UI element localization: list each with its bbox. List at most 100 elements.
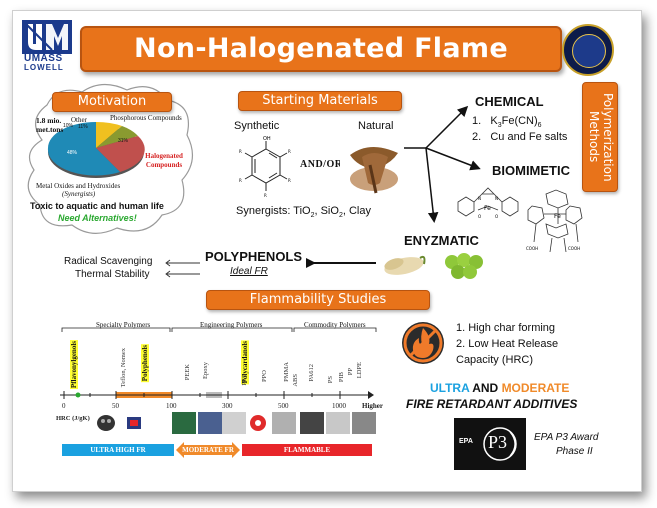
thumb-part xyxy=(222,412,246,434)
svg-text:O: O xyxy=(495,214,498,219)
svg-text:Fe: Fe xyxy=(484,205,491,212)
svg-text:Fe: Fe xyxy=(554,213,561,220)
poly-peek: PEEK xyxy=(184,364,191,381)
pie-slice-phos xyxy=(96,126,138,148)
pie-label-other: Other xyxy=(71,116,87,124)
hrc-axis xyxy=(60,391,374,399)
no-fire-icon xyxy=(402,322,444,364)
group-braces xyxy=(61,327,377,332)
poly-pet: PET xyxy=(241,374,248,386)
starting-materials-label: Starting Materials xyxy=(238,91,402,111)
tick-300: 300 xyxy=(222,402,233,410)
poly-pa612: PA612 xyxy=(308,364,315,382)
tick-50: 50 xyxy=(112,402,119,410)
epa-p3-logo: EPA P3 xyxy=(454,418,526,470)
pie-label-phos: Phosphorous Compounds xyxy=(110,114,182,122)
pie-label-halo: Halogenated Compounds xyxy=(145,152,183,169)
method-arrows xyxy=(404,105,481,223)
additives-line2: FIRE RETARDANT ADDITIVES xyxy=(406,397,578,411)
bar-flammable: FLAMMABLE xyxy=(242,444,372,456)
prop-arrows xyxy=(165,259,200,278)
svg-text:COOH: COOH xyxy=(526,246,538,251)
svg-text:R: R xyxy=(288,149,291,154)
award-line1: EPA P3 Award xyxy=(534,432,599,443)
logo-line1: UMASS xyxy=(24,53,63,64)
svg-text:COOH: COOH xyxy=(568,246,580,251)
hl-pflavonylgenols: Pflavonylgenols xyxy=(70,340,78,390)
pie-slice-metal xyxy=(47,122,120,176)
logo-line2: LOWELL xyxy=(24,63,64,72)
tick-1000: 1000 xyxy=(332,402,346,410)
chemical-heading: CHEMICAL xyxy=(475,94,544,109)
thumb-circuit xyxy=(172,412,196,434)
hl-polyphenols: Polyphenols xyxy=(141,344,149,383)
thumb-mask xyxy=(94,412,118,434)
polyphenols-heading: POLYPHENOLS xyxy=(205,249,303,264)
pie-pct-phos: 11% xyxy=(78,124,88,130)
poly-ps: PS xyxy=(327,376,334,384)
svg-text:R: R xyxy=(239,149,242,154)
tick-100: 100 xyxy=(166,402,177,410)
benefit-2: 2. Low Heat Release xyxy=(456,338,559,350)
poly-ppo: PPO xyxy=(261,370,268,382)
bar-moderate-wrap: MODERATE FR xyxy=(176,442,240,458)
synthetic-label: Synthetic xyxy=(234,120,280,132)
hrc-label: HRC (J/gK) xyxy=(56,415,90,422)
svg-text:N: N xyxy=(478,196,481,201)
horseradish-image xyxy=(384,255,426,275)
thumb-device xyxy=(122,412,146,434)
tick-500: 500 xyxy=(278,402,289,410)
flammability-label: Flammability Studies xyxy=(206,290,430,310)
motivation-label: Motivation xyxy=(52,92,172,112)
svg-text:R: R xyxy=(239,178,242,183)
poly-pmma: PMMA xyxy=(283,362,290,382)
group-commodity: Commodity Polymers xyxy=(304,321,366,329)
toxic-text: Toxic to aquatic and human life xyxy=(30,201,164,211)
svg-text:R: R xyxy=(288,178,291,183)
polymerization-methods-tab: Polymerization Methods xyxy=(582,82,618,192)
prop-radical: Radical Scavenging xyxy=(64,256,153,267)
thumb-mesh xyxy=(300,412,324,434)
bar-moderate: MODERATE FR xyxy=(182,446,234,454)
thumb-tube xyxy=(352,412,376,434)
thumb-pipe xyxy=(272,412,296,434)
pie-amount: 1.8 mio. met.tons xyxy=(36,116,64,134)
pie-label-metal: Metal Oxides and Hydroxides xyxy=(36,182,121,190)
polyphenols-sub: Ideal FR xyxy=(230,266,268,277)
prop-thermal: Thermal Stability xyxy=(75,269,150,280)
pie-chart xyxy=(47,121,145,178)
chemical-item-2: 2. Cu and Fe salts xyxy=(472,131,568,143)
pie-label-synergists: (Synergists) xyxy=(62,190,96,198)
phenol-structure: OH R R R R R xyxy=(239,136,291,198)
natural-label: Natural xyxy=(358,120,394,132)
enzymatic-arrow xyxy=(306,255,376,271)
svg-text:O: O xyxy=(478,214,481,219)
enzymatic-heading: ENYZMATIC xyxy=(404,233,479,248)
synergists-text: Synergists: TiO2, SiO2, Clay xyxy=(236,205,371,220)
tick-0: 0 xyxy=(62,402,66,410)
pie-pct-metal: 48% xyxy=(67,150,78,156)
svg-text:OH: OH xyxy=(263,136,271,142)
bar-ultra-high: ULTRA HIGH FR xyxy=(62,444,174,456)
poly-pib: PIB xyxy=(338,372,345,383)
poly-pp: PP xyxy=(347,368,354,376)
andor-label: AND/OR xyxy=(300,159,343,170)
pie-slice-other xyxy=(96,121,122,148)
poly-teflon: Teflon, Nomex xyxy=(120,348,127,388)
pie-pct-other: 10% xyxy=(63,123,74,129)
thumb-panel xyxy=(198,412,222,434)
group-specialty: Specialty Polymers xyxy=(96,321,151,329)
additives-line1: ULTRA AND MODERATE xyxy=(430,381,570,395)
poly-epoxy: Epoxy xyxy=(202,362,209,379)
need-alternatives-text: Need Alternatives! xyxy=(58,213,137,223)
benefit-3: Capacity (HRC) xyxy=(456,354,534,366)
page-title: Non-Halogenated Flame Retardants xyxy=(80,26,562,106)
thumb-foam xyxy=(326,412,350,434)
award-line2: Phase II xyxy=(556,446,593,457)
army-seal-logo xyxy=(562,24,614,76)
soybean-image xyxy=(445,253,483,279)
group-engineering: Engineering Polymers xyxy=(200,321,263,329)
polymerization-methods-label: Polymerization Methods xyxy=(587,92,615,182)
pie-slice-halo xyxy=(96,136,145,172)
benefit-1: 1. High char forming xyxy=(456,322,556,334)
